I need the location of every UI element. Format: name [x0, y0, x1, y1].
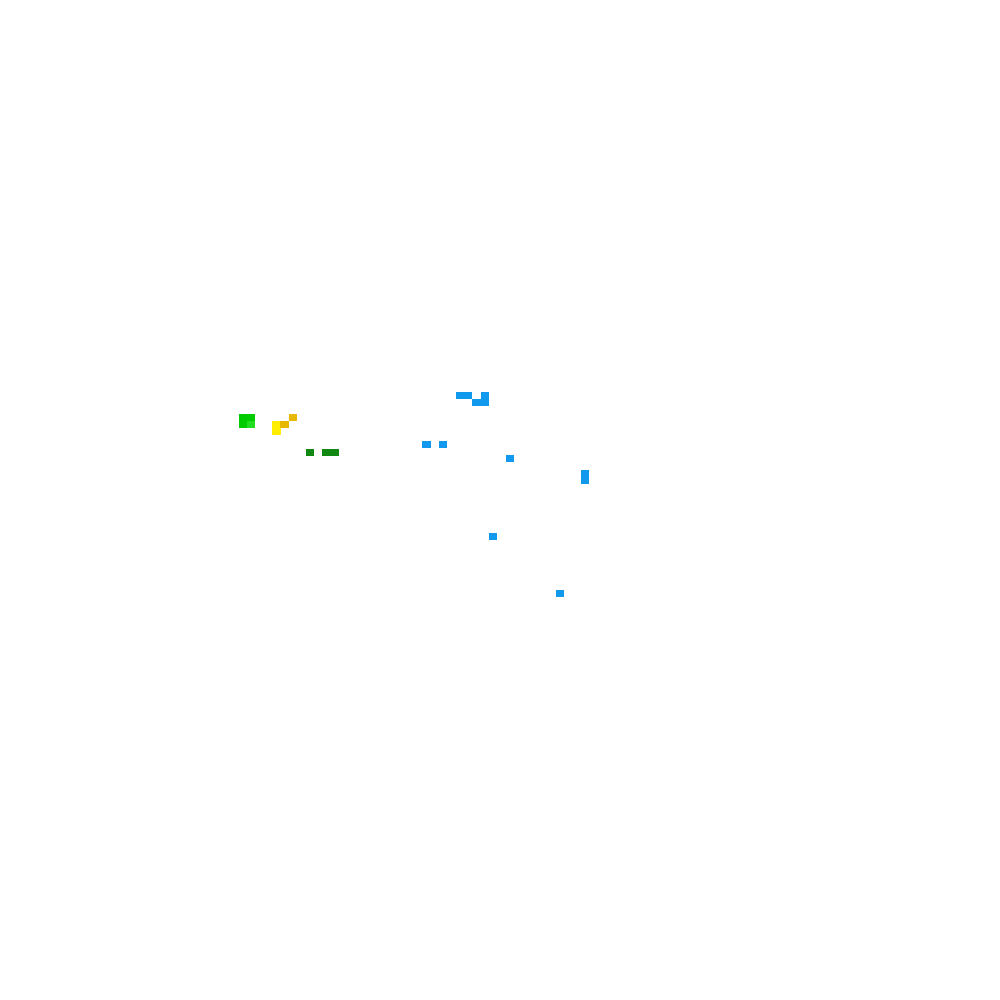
- pixel-green-2: [247, 421, 255, 428]
- pixel-blue-5: [439, 441, 447, 448]
- pixel-darkgreen-2: [322, 449, 339, 456]
- pixel-amber-1: [280, 421, 289, 428]
- pixel-blue-7: [581, 470, 589, 484]
- pixel-yellow-1: [272, 421, 281, 435]
- pixel-blue-3: [481, 392, 489, 399]
- pixel-blue-8: [489, 533, 497, 540]
- pixel-blue-9: [556, 590, 564, 597]
- pixel-amber-2: [289, 414, 297, 421]
- pixel-blue-1: [456, 392, 472, 399]
- pixel-blue-4: [422, 441, 431, 448]
- pixel-blue-6: [506, 455, 514, 462]
- pixel-darkgreen-1: [306, 449, 314, 456]
- pixel-blue-2: [472, 399, 489, 406]
